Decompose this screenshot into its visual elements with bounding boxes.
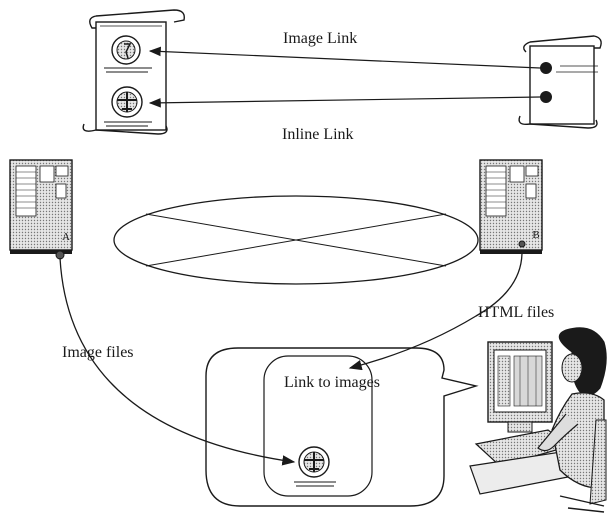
server-a (9, 159, 73, 260)
network-ellipse (113, 195, 479, 285)
server-b (479, 159, 543, 254)
image-files-arrow (59, 257, 296, 466)
image-link-label: Image Link (283, 30, 358, 47)
link-to-images-label: Link to images (284, 374, 380, 391)
image-link-arrow (148, 46, 541, 69)
link-anchor-dot-lower (540, 91, 552, 103)
document-scroll-right (518, 35, 602, 129)
image-icon-airplane-1 (104, 86, 152, 127)
server-b-letter: B (532, 229, 539, 241)
browser-speech-bubble (205, 347, 479, 507)
server-a-letter: A (62, 231, 70, 243)
inline-link-arrow (148, 96, 541, 108)
link-anchor-dot-upper (540, 62, 552, 74)
html-files-arrow (348, 251, 523, 371)
image-icon-airplane-2 (294, 446, 336, 487)
user-at-computer-illustration (469, 327, 607, 513)
inline-link-label: Inline Link (282, 126, 354, 143)
html-files-label: HTML files (478, 304, 555, 321)
image-files-label: Image files (62, 344, 134, 361)
image-icon-globe-1 (104, 35, 152, 73)
